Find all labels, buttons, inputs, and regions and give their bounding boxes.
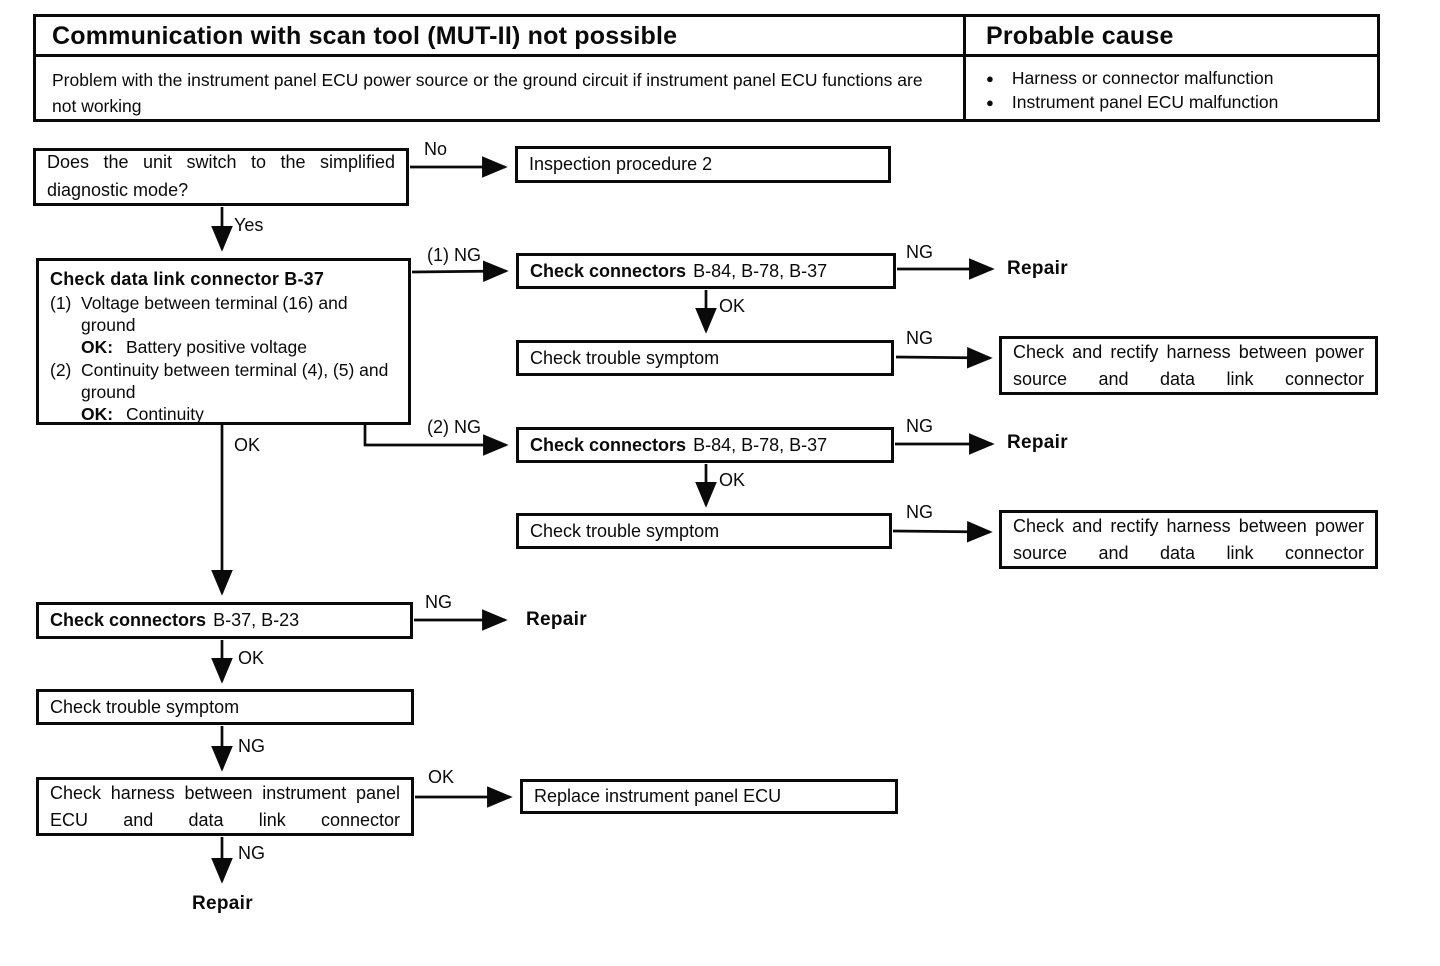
node-replace-instrument-panel-ecu: Replace instrument panel ECU (520, 779, 898, 814)
cause-list: ● Harness or connector malfunction ● Ins… (986, 59, 1278, 114)
header-description-cell: Problem with the instrument panel ECU po… (36, 57, 963, 119)
node-text-bold: Check connectors (530, 260, 687, 281)
node-text-bold: Check connectors (530, 434, 687, 455)
check-step-1: (1) Voltage between terminal (16) and gr… (50, 292, 398, 336)
node-inspection-procedure-2: Inspection procedure 2 (515, 146, 891, 183)
node-check-trouble-symptom-3: Check trouble symptom (36, 689, 414, 725)
node-check-trouble-symptom-2: Check trouble symptom (516, 513, 892, 549)
label-ok-harness: OK (428, 767, 455, 787)
label-ok-connectors-3: OK (238, 648, 265, 668)
node-text: Inspection procedure 2 (529, 154, 713, 175)
node-check-data-link-connector: Check data link connector B-37 (1) Volta… (36, 258, 411, 425)
step-text: Voltage between terminal (16) and ground (81, 292, 348, 336)
label-ng-trouble-3: NG (238, 736, 265, 756)
header-title-cell: Communication with scan tool (MUT-II) no… (36, 17, 963, 54)
header-title-row: Communication with scan tool (MUT-II) no… (36, 17, 1377, 58)
node-rectify-harness-2: Check and rectify harness between power … (999, 510, 1378, 569)
check-step-1-ok: OK: Battery positive voltage (81, 336, 398, 358)
node-text: Check and rectify harness between power … (1013, 341, 1364, 389)
cause-text: Instrument panel ECU malfunction (1011, 91, 1279, 112)
step-number: (2) (50, 359, 72, 380)
label-ng-trouble-1: NG (906, 328, 933, 348)
ok-value: Continuity (126, 403, 204, 424)
node-check-connectors-1: Check connectors B-84, B-78, B-37 (516, 253, 896, 289)
label-ng-branch-1: (1) NG (427, 245, 481, 265)
cause-list-cell: ● Harness or connector malfunction ● Ins… (963, 57, 1377, 119)
label-no: No (424, 139, 448, 159)
label-ng-connectors-3: NG (425, 592, 452, 612)
node-text: B-84, B-78, B-37 (693, 260, 828, 281)
node-title: Check data link connector B-37 (50, 269, 325, 289)
label-ok-connectors-2: OK (719, 470, 746, 490)
ok-label: OK: (81, 337, 114, 358)
node-text: Replace instrument panel ECU (534, 786, 782, 807)
bullet-icon: ● (986, 71, 994, 87)
label-repair-3: Repair (526, 609, 587, 630)
bullet-icon: ● (986, 94, 994, 110)
header-description: Problem with the instrument panel ECU po… (52, 70, 923, 116)
node-text: B-84, B-78, B-37 (693, 434, 828, 455)
node-text: Check trouble symptom (50, 696, 240, 717)
label-ng-trouble-2: NG (906, 502, 933, 522)
node-check-harness-ecu-dlc: Check harness between instrument panel E… (36, 777, 414, 836)
probable-cause-cell: Probable cause (963, 17, 1377, 55)
cause-item: ● Instrument panel ECU malfunction (986, 91, 1278, 115)
label-repair-final: Repair (192, 893, 253, 914)
header-table: Communication with scan tool (MUT-II) no… (33, 14, 1380, 122)
node-rectify-harness-1: Check and rectify harness between power … (999, 336, 1378, 395)
label-repair-1: Repair (1007, 258, 1068, 279)
check-step-2: (2) Continuity between terminal (4), (5)… (50, 359, 398, 403)
node-check-trouble-symptom-1: Check trouble symptom (516, 340, 894, 376)
step-text: Continuity between terminal (4), (5) and… (81, 359, 389, 402)
page-title: Communication with scan tool (MUT-II) no… (52, 22, 678, 51)
label-ok-connectors-1: OK (719, 296, 746, 316)
label-ok-dlc: OK (234, 435, 261, 455)
node-text: Check trouble symptom (530, 520, 720, 541)
label-yes: Yes (234, 215, 264, 235)
cause-item: ● Harness or connector malfunction (986, 67, 1278, 91)
label-ng-branch-2: (2) NG (427, 417, 481, 437)
node-question-simplified-mode: Does the unit switch to the simplified d… (33, 148, 409, 206)
node-text: Check and rectify harness between power … (1013, 515, 1364, 563)
label-repair-2: Repair (1007, 432, 1068, 453)
node-text: Does the unit switch to the simplified d… (47, 152, 395, 200)
node-text: Check harness between instrument panel E… (50, 782, 400, 830)
node-text: Check trouble symptom (530, 347, 720, 368)
label-ng-connectors-1: NG (906, 242, 933, 262)
node-text: B-37, B-23 (213, 610, 300, 631)
node-check-connectors-b37-b23: Check connectors B-37, B-23 (36, 602, 413, 639)
label-ng-connectors-2: NG (906, 416, 933, 436)
ok-label: OK: (81, 403, 114, 424)
node-check-connectors-2: Check connectors B-84, B-78, B-37 (516, 427, 894, 463)
cause-text: Harness or connector malfunction (1011, 68, 1274, 89)
step-number: (1) (50, 292, 72, 313)
ok-value: Battery positive voltage (126, 337, 307, 358)
header-body-row: Problem with the instrument panel ECU po… (36, 57, 1377, 119)
node-text-bold: Check connectors (50, 610, 207, 631)
label-ng-harness: NG (238, 843, 265, 863)
check-step-2-ok: OK: Continuity (81, 403, 398, 425)
probable-cause-title: Probable cause (986, 22, 1174, 51)
